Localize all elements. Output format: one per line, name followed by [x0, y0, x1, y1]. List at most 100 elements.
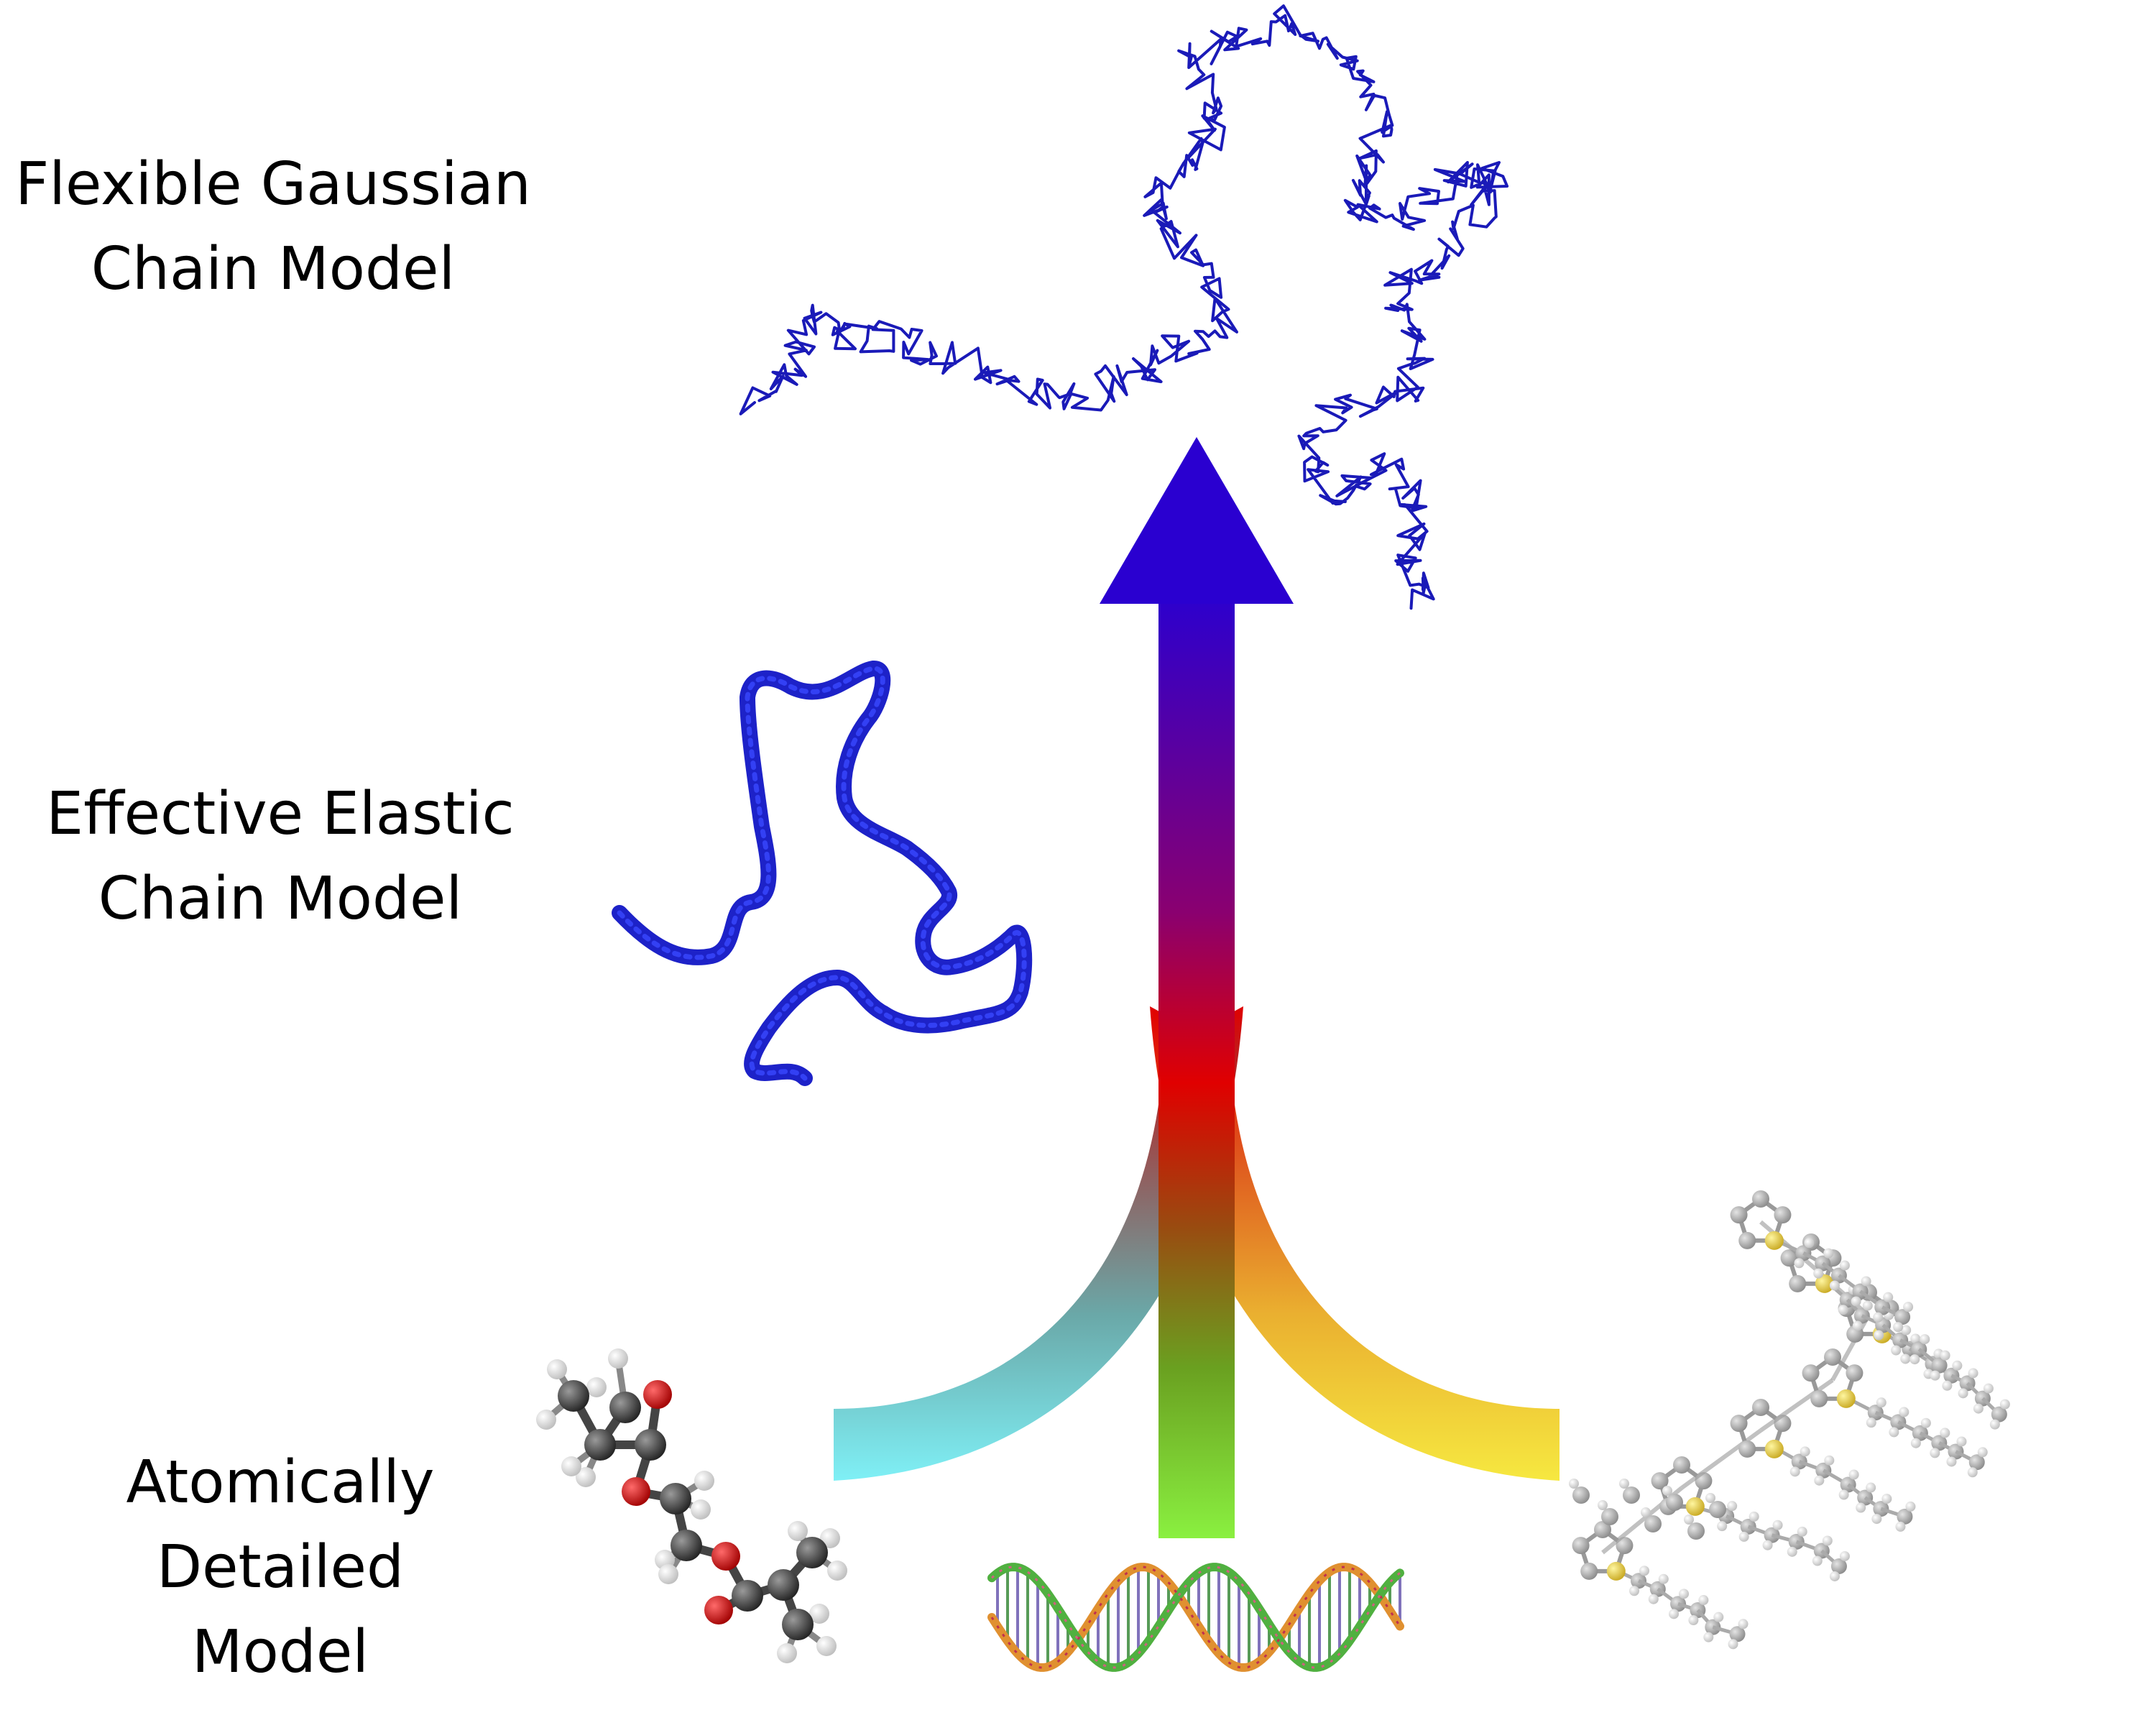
hydrogen-atom [1648, 1594, 1659, 1604]
carbon-atom [1780, 1249, 1798, 1267]
hydrogen-atom [1738, 1531, 1749, 1542]
hydrogen-atom [1900, 1354, 1911, 1364]
hydrogen-atom [1713, 1612, 1724, 1622]
hydrogen-atom [1787, 1546, 1797, 1557]
elastic-chain-highlight [617, 666, 1027, 1081]
label-line: Effective Elastic [46, 780, 515, 848]
ball-and-stick-dimethacrylate-icon [536, 1348, 847, 1663]
carbon-atom [1738, 1440, 1756, 1458]
hydrogen-atom [1727, 1501, 1738, 1512]
hydrogen-atom [1814, 1475, 1825, 1486]
hydrogen-atom [1989, 1419, 2000, 1430]
oxygen-atom [622, 1477, 650, 1506]
sulfur-atom [1815, 1274, 1834, 1293]
hydrogen-atom [1893, 1322, 1904, 1333]
carbon-atom [1931, 1357, 1948, 1374]
carbon-atom [1666, 1494, 1683, 1511]
hydrogen-atom [1789, 1466, 1800, 1477]
carbon-atom [1752, 1399, 1769, 1416]
hydrogen-atom [1956, 1436, 1967, 1447]
hydrogen-atom [1569, 1479, 1579, 1489]
hydrogen-atom [1728, 1639, 1738, 1650]
carbon-atom [609, 1392, 641, 1423]
hydrogen-atom [608, 1348, 628, 1369]
hydrogen-atom [1895, 1521, 1906, 1532]
hydrogen-atom [1698, 1595, 1709, 1606]
carbon-atom [1730, 1206, 1748, 1224]
hydrogen-atom [1977, 1447, 1988, 1458]
hydrogen-atom [1940, 1350, 1950, 1361]
hydrogen-atom [1967, 1467, 1978, 1478]
hydrogen-atom [1639, 1566, 1650, 1576]
hydrogen-atom [1909, 1354, 1920, 1365]
carbon-atom [1846, 1364, 1864, 1382]
carbon-atom [1580, 1562, 1598, 1580]
label-line: Chain Model [91, 235, 456, 303]
carbon-atom [782, 1609, 814, 1640]
hydrogen-atom [1866, 1417, 1876, 1428]
label-line: Atomically [126, 1448, 435, 1517]
hydrogen-atom [1999, 1399, 2010, 1410]
carbon-atom [1687, 1522, 1705, 1540]
hydrogen-atom [1873, 1312, 1884, 1323]
hydrogen-atom [1813, 1268, 1824, 1279]
arrow-center-shaft [1158, 589, 1235, 1538]
carbon-atom [1623, 1486, 1640, 1504]
carbon-atom [671, 1530, 702, 1561]
hydrogen-atom [1852, 1320, 1863, 1331]
hydrogen-atom [1629, 1586, 1640, 1596]
carbon-atom [1709, 1501, 1726, 1518]
carbon-atom [1774, 1206, 1792, 1224]
hydrogen-atom [777, 1643, 797, 1663]
hydrogen-atom [1800, 1446, 1810, 1457]
hydrogen-atom [1688, 1615, 1699, 1626]
hydrogen-atom [1940, 1428, 1950, 1438]
carbon-atom [558, 1380, 589, 1412]
hydrogen-atom [1762, 1540, 1773, 1550]
hydrogen-atom [1958, 1388, 1968, 1399]
carbon-atom [796, 1537, 828, 1568]
hydrogen-atom [1903, 1302, 1914, 1313]
hydrogen-atom [1738, 1619, 1749, 1630]
hydrogen-atom [1861, 1276, 1871, 1287]
dna-double-helix-icon [987, 1563, 1404, 1672]
hydrogen-atom [1881, 1494, 1892, 1504]
hydrogen-atom [1848, 1469, 1859, 1480]
sulfur-atom [1606, 1561, 1626, 1581]
hydrogen-atom [1684, 1515, 1694, 1525]
elastic-chain-path [612, 661, 1033, 1086]
hydrogen-atom [561, 1456, 581, 1476]
carbon-atom [1991, 1406, 2007, 1423]
carbon-atom [1789, 1274, 1807, 1292]
hydrogen-atom [788, 1521, 808, 1541]
carbon-atom [1673, 1456, 1690, 1474]
hydrogen-atom [1812, 1555, 1823, 1566]
hydrogen-atom [586, 1377, 607, 1397]
hydrogen-atom [1905, 1501, 1916, 1512]
hydrogen-atom [1749, 1511, 1759, 1522]
hydrogen-atom [1866, 1482, 1876, 1493]
coarse-graining-arrow [834, 437, 1560, 1538]
carbon-atom [768, 1569, 799, 1601]
carbon-atom [1752, 1190, 1769, 1208]
arrow-head [1100, 437, 1294, 604]
carbon-atom [1894, 1309, 1911, 1325]
carbon-atom [635, 1429, 666, 1461]
random-coil-polymer-icon [739, 4, 1509, 610]
hydrogen-atom [1824, 1455, 1835, 1466]
hydrogen-atom [1772, 1520, 1783, 1530]
flexible-gaussian-chain-label: Flexible Gaussian Chain Model [7, 142, 539, 312]
hydrogen-atom [1920, 1417, 1931, 1428]
bond [1680, 1428, 1762, 1490]
carbon-atom [1616, 1537, 1634, 1555]
hydrogen-atom [1930, 1370, 1940, 1381]
hydrogen-atom [1822, 1535, 1833, 1546]
carbon-atom [1594, 1521, 1611, 1538]
carbon-atom [1802, 1364, 1820, 1382]
hydrogen-atom [1838, 1305, 1848, 1315]
hydrogen-atom [1983, 1383, 1994, 1394]
label-line: Model [191, 1618, 369, 1686]
hydrogen-atom [1968, 1368, 1978, 1379]
